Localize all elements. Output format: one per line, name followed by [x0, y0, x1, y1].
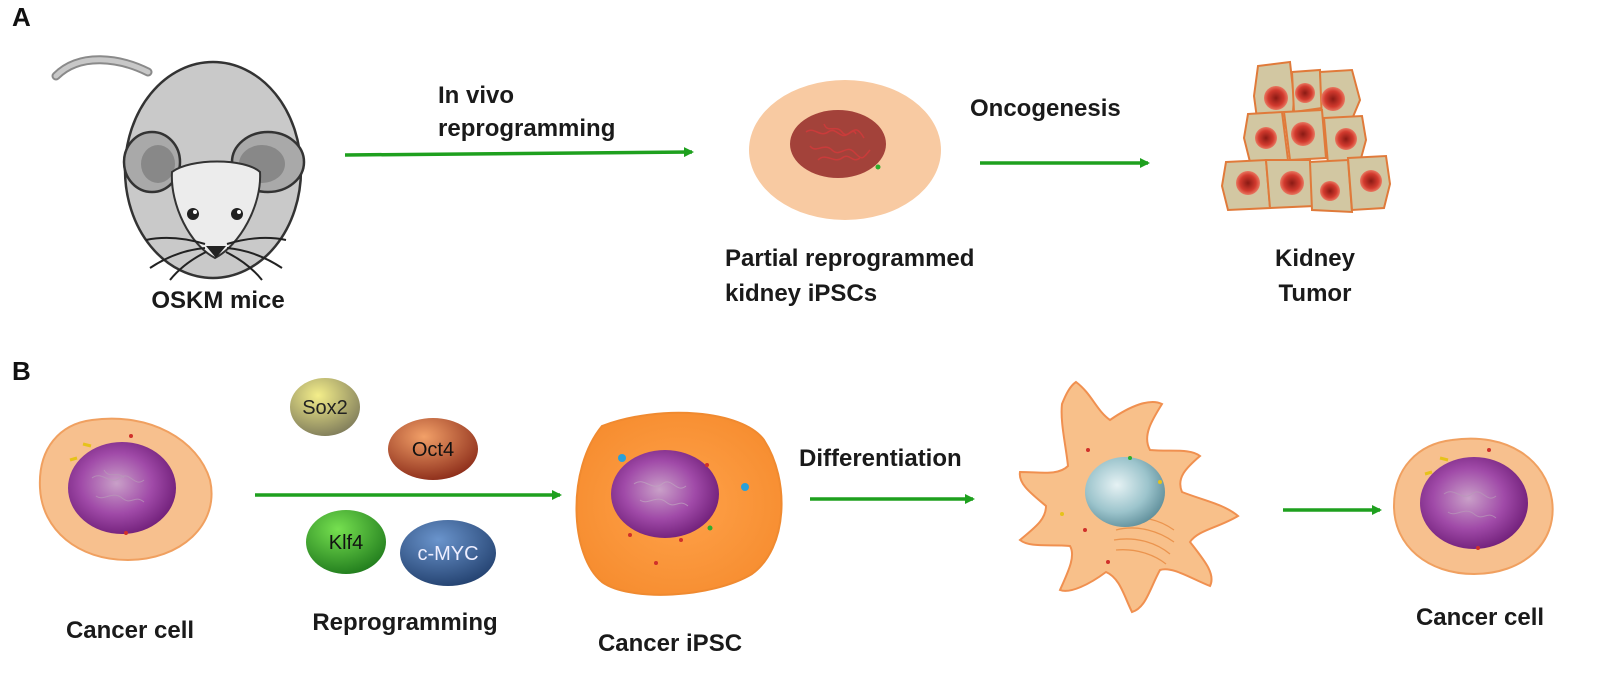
- factor-label-sox2: Sox2: [302, 397, 348, 419]
- factor-label-oct4: Oct4: [412, 439, 454, 461]
- partial-ipsc-cell-icon: [749, 80, 941, 220]
- cancer-cell-source-icon: [38, 417, 213, 562]
- factor-sox2-icon: [290, 378, 360, 436]
- factor-label-klf4: Klf4: [329, 532, 363, 554]
- label-differentiation: Differentiation: [799, 445, 962, 472]
- cancer-cell-result-icon: [1392, 437, 1554, 576]
- label-reprogramming-a: reprogramming: [438, 115, 616, 142]
- factor-klf4-icon: [306, 510, 386, 574]
- factor-label-cmyc: c-MYC: [417, 543, 478, 565]
- factor-cmyc-icon: [400, 520, 496, 586]
- label-kidney-ipscs: kidney iPSCs: [725, 280, 878, 307]
- differentiated-cell-icon: [1018, 380, 1240, 614]
- label-cancer-cell-source: Cancer cell: [65, 617, 195, 644]
- label-in-vivo: In vivo: [438, 82, 515, 109]
- arrow-reprogramming-a: [344, 147, 694, 158]
- panel-letter-a: A: [12, 2, 31, 32]
- label-cancer-ipsc: Cancer iPSC: [597, 630, 743, 657]
- mouse-icon: [51, 55, 306, 281]
- label-oncogenesis: Oncogenesis: [970, 95, 1121, 122]
- label-oskm-mice: OSKM mice: [151, 287, 285, 314]
- label-cancer-cell-result: Cancer cell: [1415, 604, 1545, 631]
- factor-oct4-icon: [388, 418, 478, 480]
- label-tumor: Tumor: [1278, 280, 1352, 307]
- label-partial-reprogrammed: Partial reprogrammed: [725, 245, 975, 272]
- label-kidney: Kidney: [1274, 245, 1355, 272]
- panel-letter-b: B: [12, 356, 31, 386]
- tumor-nuclei: [1236, 83, 1382, 201]
- cancer-ipsc-icon: [575, 411, 783, 596]
- label-reprogramming-b: Reprogramming: [312, 609, 498, 636]
